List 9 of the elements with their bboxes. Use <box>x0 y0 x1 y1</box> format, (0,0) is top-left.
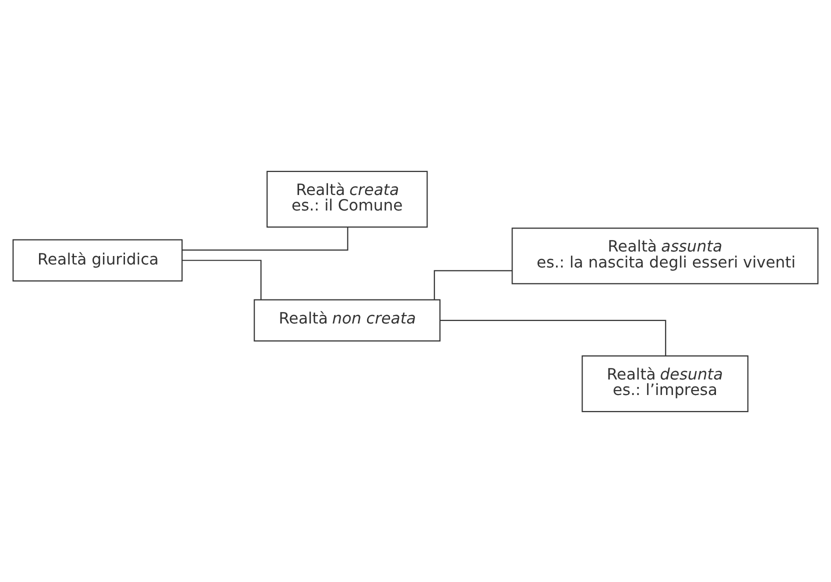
node-box: Realtà non creata <box>254 298 440 342</box>
connector <box>440 319 666 356</box>
connector <box>182 226 348 250</box>
node-box: Realtà assunta es.: la nascita degli esseri viventi <box>512 227 818 284</box>
node-box: Realtà giuridica <box>12 238 183 281</box>
connector <box>434 270 512 300</box>
node-box: Realtà desunta es.: l’impresa <box>582 354 748 412</box>
connector <box>182 259 262 300</box>
node-box: Realtà creata es.: il Comune <box>266 170 428 228</box>
